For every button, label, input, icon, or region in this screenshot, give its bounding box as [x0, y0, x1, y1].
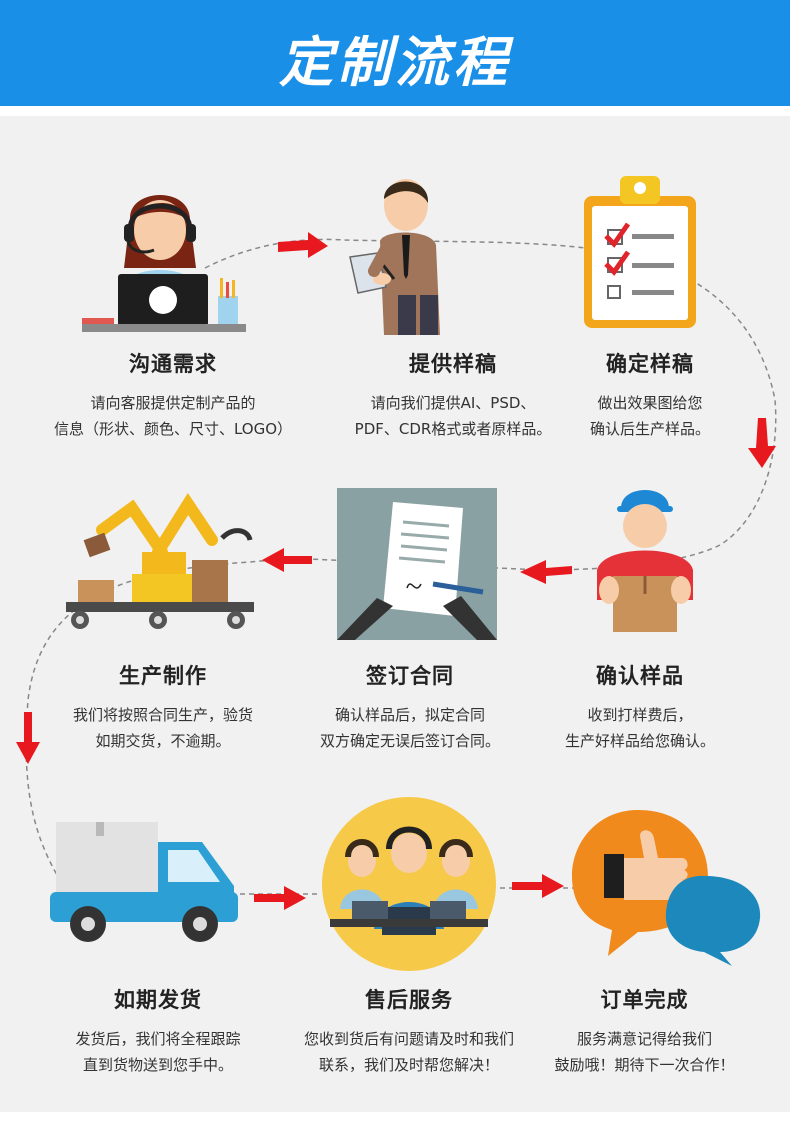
step-communicate: 沟通需求 请向客服提供定制产品的 信息（形状、颜色、尺寸、LOGO）	[38, 348, 308, 442]
step-sign-contract: 签订合同 确认样品后，拟定合同 双方确定无误后签订合同。	[290, 660, 530, 754]
header-banner: 定制流程	[0, 0, 790, 106]
arrow-icon	[16, 712, 40, 764]
step-desc: 我们将按照合同生产，验货 如期交货，不逾期。	[72, 706, 253, 750]
step-title: 提供样稿	[409, 352, 497, 376]
sketch-icon	[349, 179, 440, 335]
step-order-complete: 订单完成 服务满意记得给我们 鼓励哦！期待下一次合作！	[532, 984, 757, 1078]
page-title: 定制流程	[279, 31, 511, 94]
step-title: 确定样稿	[606, 352, 694, 376]
step-desc: 服务满意记得给我们 鼓励哦！期待下一次合作！	[554, 1030, 735, 1074]
step-title: 签订合同	[366, 664, 454, 688]
step-shipping: 如期发货 发货后，我们将全程跟踪 直到货物送到您手中。	[38, 984, 278, 1078]
robot-arm-icon	[66, 492, 254, 629]
clipboard-check-icon	[584, 176, 696, 328]
support-team-icon	[322, 797, 496, 971]
step-desc: 您收到货后有问题请及时和我们 联系，我们及时帮您解决！	[303, 1030, 514, 1074]
step-desc: 做出效果图给您 确认后生产样品。	[589, 394, 710, 438]
contract-sign-icon	[337, 488, 497, 640]
step-after-sales: 售后服务 您收到货后有问题请及时和我们 联系，我们及时帮您解决！	[280, 984, 538, 1078]
arrow-icon	[512, 874, 564, 898]
step-provide-draft: 提供样稿 请向我们提供AI、PSD、 PDF、CDR格式或者原样品。	[318, 348, 588, 442]
step-confirm-draft: 确定样稿 做出效果图给您 确认后生产样品。	[535, 348, 765, 442]
step-desc: 收到打样费后， 生产好样品给您确认。	[564, 706, 715, 750]
step-desc: 请向我们提供AI、PSD、 PDF、CDR格式或者原样品。	[354, 394, 552, 438]
step-title: 售后服务	[365, 988, 453, 1012]
step-title: 生产制作	[119, 664, 207, 688]
step-confirm-sample: 确认样品 收到打样费后， 生产好样品给您确认。	[525, 660, 755, 754]
step-title: 订单完成	[600, 988, 689, 1012]
customer-service-icon	[82, 195, 246, 332]
arrow-icon	[278, 232, 328, 258]
step-title: 如期发货	[114, 988, 202, 1012]
step-desc: 发货后，我们将全程跟踪 直到货物送到您手中。	[75, 1030, 241, 1074]
arrow-icon	[262, 548, 312, 572]
arrow-icon	[520, 560, 572, 584]
step-desc: 请向客服提供定制产品的 信息（形状、颜色、尺寸、LOGO）	[53, 394, 293, 438]
delivery-man-icon	[597, 490, 693, 632]
step-desc: 确认样品后，拟定合同 双方确定无误后签订合同。	[319, 706, 500, 750]
arrow-icon	[254, 886, 306, 910]
step-title: 沟通需求	[129, 352, 217, 376]
thumbs-up-chat-icon	[572, 810, 761, 966]
step-production: 生产制作 我们将按照合同生产，验货 如期交货，不逾期。	[38, 660, 288, 754]
arrow-icon	[748, 418, 776, 468]
step-title: 确认样品	[596, 664, 684, 688]
truck-icon	[50, 822, 238, 942]
